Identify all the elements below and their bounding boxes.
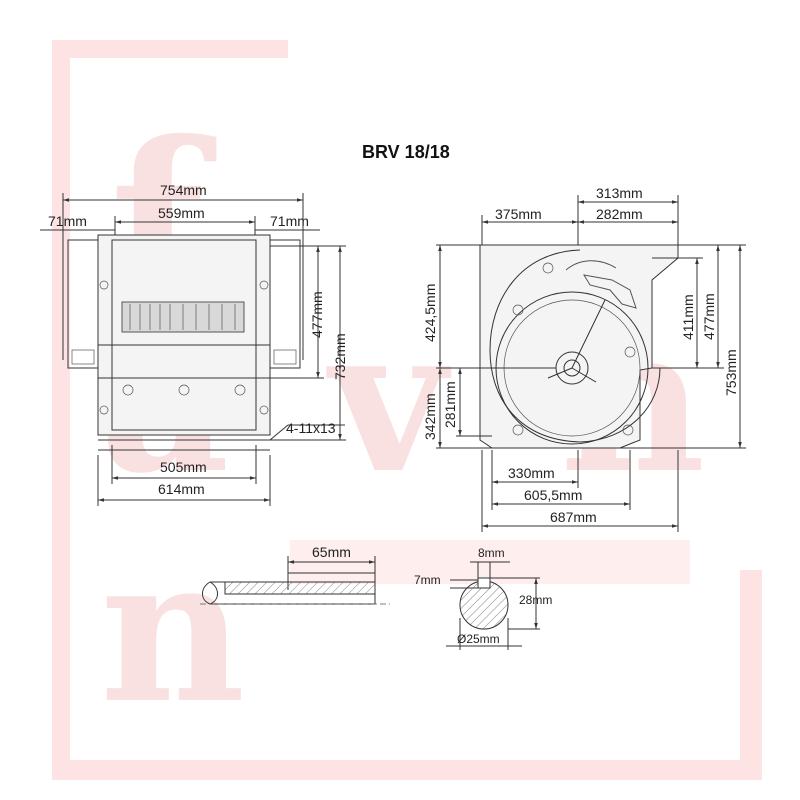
side-base-inner: 330mm [508, 465, 555, 481]
side-housing [479, 244, 679, 449]
side-outlet-total: 313mm [596, 185, 643, 201]
front-holes-spec: 4-11x13 [286, 420, 336, 436]
side-height-total: 753mm [723, 349, 739, 396]
watermark-letter-n-bottom: n [100, 513, 245, 748]
key-depth: 7mm [414, 573, 441, 587]
side-outlet-offset: 375mm [495, 206, 542, 222]
side-base-mid: 605,5mm [524, 487, 582, 503]
shaft-diameter: Ø25mm [457, 632, 500, 646]
front-overall-width: 754mm [160, 182, 207, 198]
side-outlet-inner: 282mm [596, 206, 643, 222]
key-width: 8mm [478, 546, 505, 560]
front-left-flange: 71mm [48, 213, 87, 229]
shaft-key-length: 65mm [312, 544, 351, 560]
side-base-total: 687mm [550, 509, 597, 525]
drawing-title: BRV 18/18 [362, 142, 450, 162]
watermark-letter-v: v [326, 283, 452, 518]
key-section: 8mm 7mm 28mm Ø25mm [414, 546, 552, 650]
front-base-inner: 505mm [160, 459, 207, 475]
front-base-outer: 614mm [158, 481, 205, 497]
front-right-flange: 71mm [270, 213, 309, 229]
shaft-view: 65mm [200, 544, 390, 605]
side-height-right-inner: 411mm [680, 294, 696, 340]
impeller-blades [129, 304, 236, 330]
front-view: 754mm 559mm 71mm 71mm [40, 182, 348, 506]
side-lower-outer: 342mm [422, 393, 438, 440]
front-housing [97, 234, 271, 436]
side-height-right-outer: 477mm [701, 293, 717, 340]
front-inner-width: 559mm [158, 205, 205, 221]
side-height-left: 424,5mm [422, 284, 438, 342]
front-height-upper: 477mm [309, 291, 325, 338]
side-view: 313mm 282mm 375mm 424,5mm 342mm 281mm [422, 185, 746, 532]
front-height-total: 732mm [332, 333, 348, 380]
side-lower-inner: 281mm [442, 381, 458, 428]
shaft-height: 28mm [519, 593, 552, 607]
